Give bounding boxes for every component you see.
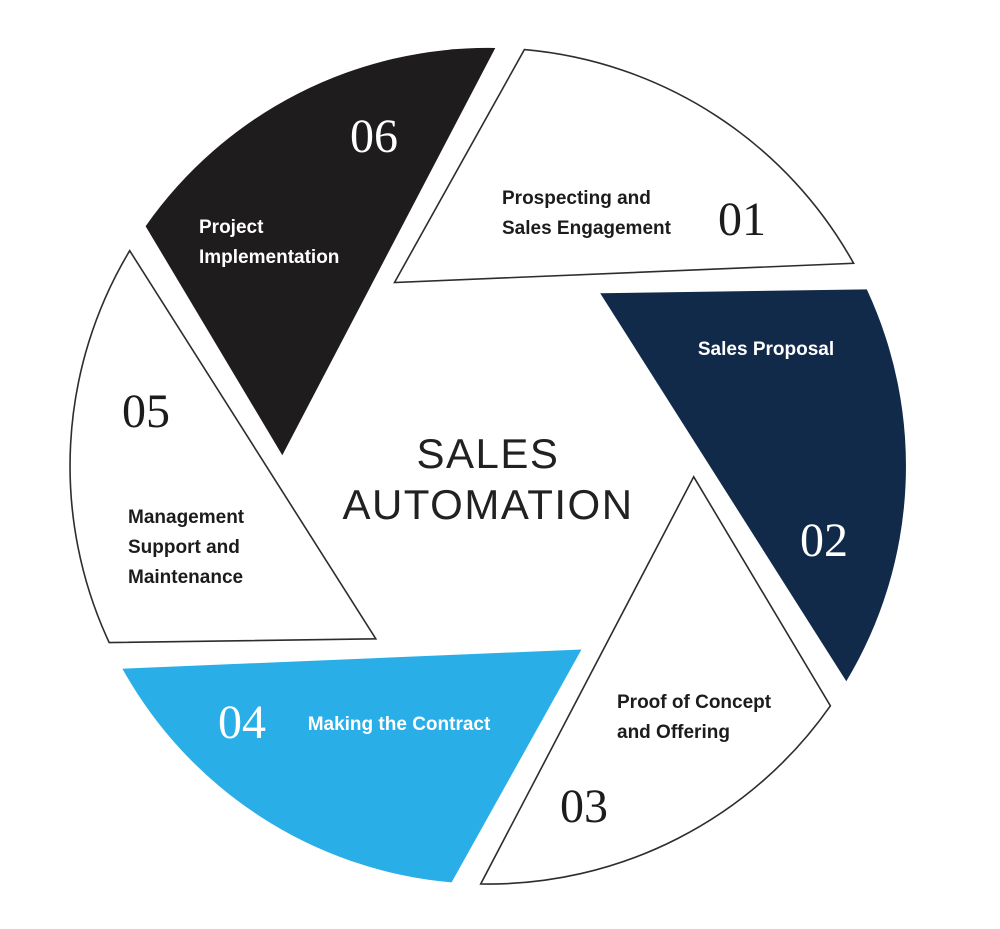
segment-06-shape — [145, 47, 496, 456]
segment-02-label: Sales Proposal — [697, 339, 835, 360]
diagram-title: SALES AUTOMATION — [342, 430, 634, 528]
segment-04-shape — [122, 649, 582, 883]
segment-05-label: Management Support and Maintenance — [128, 507, 245, 588]
segment-01-label: Prospecting and Sales Engagement — [502, 188, 671, 239]
segment-06-number: 06 — [350, 110, 398, 163]
segment-01-shape — [393, 48, 855, 284]
segment-05-number: 05 — [122, 385, 170, 438]
segment-03-number: 03 — [560, 780, 608, 833]
segment-02-number: 02 — [800, 514, 848, 567]
segment-02-shape — [600, 289, 906, 682]
segment-01-number: 01 — [718, 193, 766, 246]
segment-04-number: 04 — [218, 696, 266, 749]
segment-06-label: Project Implementation — [199, 217, 340, 268]
segment-03-label: Proof of Concept and Offering — [617, 692, 772, 743]
segment-05-shape — [69, 249, 378, 644]
segment-03-shape — [479, 475, 832, 885]
segment-04-label: Making the Contract — [307, 714, 491, 735]
